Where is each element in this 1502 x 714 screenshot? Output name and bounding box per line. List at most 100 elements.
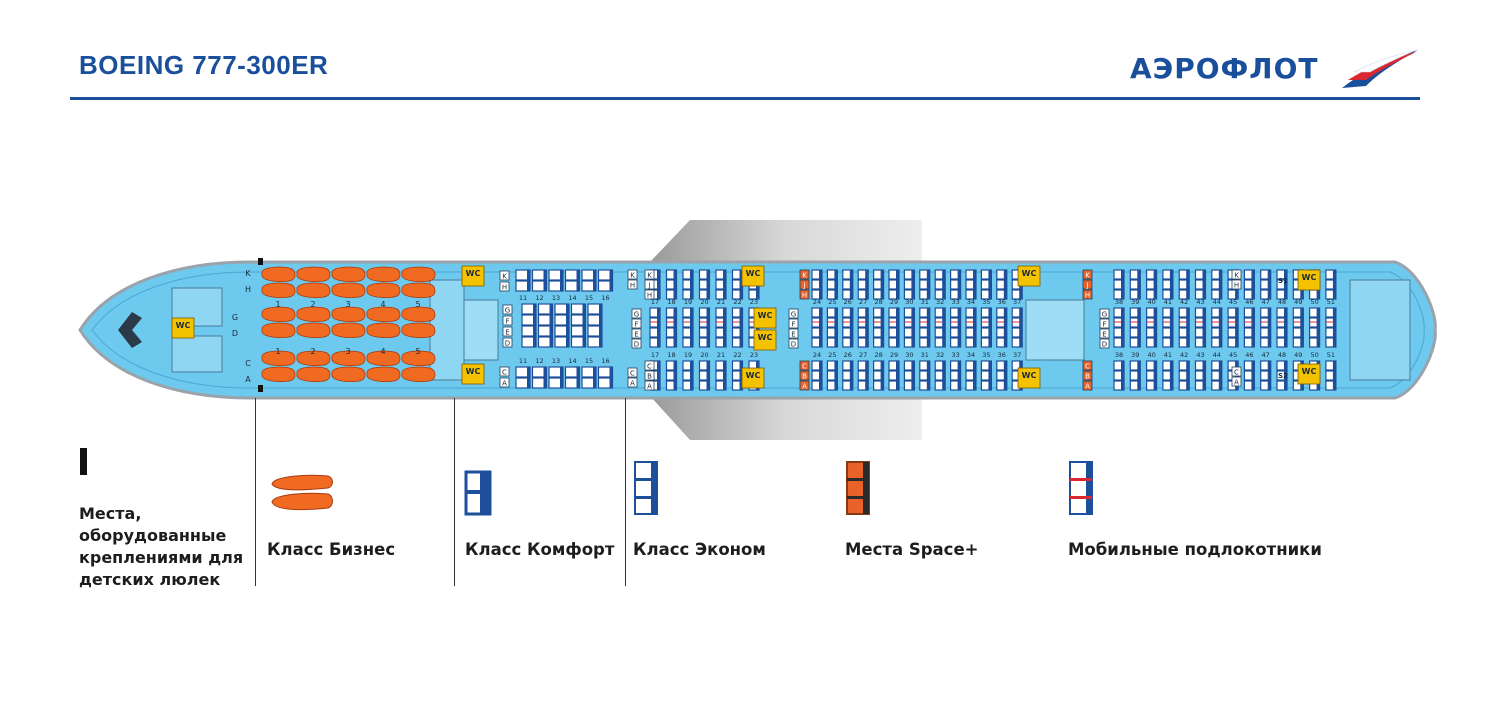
economy-row-number: 50 — [1310, 298, 1318, 306]
economy-row-number: 29 — [890, 351, 898, 359]
economy-seat-back — [1121, 381, 1124, 390]
seat-letter: G — [791, 311, 796, 319]
economy-seat-back — [1316, 290, 1320, 299]
business-letter: A — [245, 375, 251, 384]
economy-seat-back — [819, 318, 822, 327]
seat-letter-box — [799, 370, 810, 381]
economy-seat-back — [880, 280, 884, 289]
economy-row-number: 36 — [998, 298, 1006, 306]
economy-seat-back — [973, 280, 976, 289]
economy-seat-back — [1284, 270, 1287, 279]
economy-row-number: 18 — [667, 298, 675, 306]
economy-seat-back — [673, 270, 677, 279]
economy-seat-back — [957, 371, 961, 380]
economy-seat-back — [1169, 338, 1173, 347]
comfort-row-number: 14 — [568, 294, 576, 302]
business-row-number: 5 — [415, 300, 420, 309]
economy-row-number: 20 — [700, 351, 708, 359]
seat-letter: G — [634, 311, 639, 319]
comfort-seat-back — [566, 315, 569, 325]
economy-seat-back — [1300, 318, 1304, 327]
economy-row-number: 40 — [1147, 298, 1155, 306]
economy-row-number: 47 — [1262, 298, 1270, 306]
economy-seat-back — [1186, 361, 1190, 370]
comfort-seat-back — [533, 326, 536, 336]
economy-seat-back — [896, 308, 899, 317]
economy-row-number: 19 — [684, 298, 692, 306]
wing-top — [650, 220, 922, 262]
seat-letter: D — [791, 341, 796, 349]
economy-seat-back — [957, 270, 961, 279]
comfort-seat-back — [593, 281, 596, 291]
legend-divider-1 — [255, 398, 256, 586]
wc-block — [461, 363, 485, 385]
comfort-row-number: 16 — [601, 357, 609, 365]
economy-seat-back — [1284, 318, 1287, 327]
seat-letter-box — [627, 269, 638, 280]
economy-seat-back — [1137, 280, 1141, 289]
seat-letter-box — [631, 308, 642, 319]
economy-seat-back — [657, 290, 660, 299]
economy-seat-back — [1235, 318, 1239, 327]
legend-economy-label: Класс Эконом — [633, 540, 766, 559]
economy-seat-back — [1137, 381, 1141, 390]
seat-letter: A — [1085, 383, 1090, 391]
economy-seat-back — [690, 381, 693, 390]
economy-seat-back — [834, 318, 838, 327]
economy-seat-back — [1153, 381, 1157, 390]
seat-letter-box — [799, 360, 810, 371]
comfort-seat-back — [576, 281, 580, 291]
seat-letter: J — [647, 282, 650, 290]
comfort-seat-back — [549, 337, 553, 347]
comfort-seat-back — [533, 315, 536, 325]
economy-seat-back — [880, 318, 884, 327]
seat-letter: C — [630, 370, 635, 378]
seat-letter: G — [505, 307, 510, 315]
seat-letter-box — [788, 318, 799, 329]
economy-seat-back — [739, 270, 743, 279]
comfort-seat-back — [543, 270, 547, 280]
seat-letter: A — [1234, 379, 1239, 387]
economy-seat-back — [690, 328, 693, 337]
seat-letter: A — [647, 383, 652, 391]
economy-seat-back — [1019, 338, 1023, 347]
seat-letter: F — [505, 318, 509, 326]
economy-seat-back — [896, 318, 899, 327]
comfort-seat-back — [527, 281, 530, 291]
economy-seat-back — [865, 338, 869, 347]
business-seat — [401, 282, 436, 299]
economy-seat-back — [880, 371, 884, 380]
economy-seat-back — [1251, 371, 1255, 380]
comfort-row-number: 12 — [535, 294, 543, 302]
comfort-seat-back — [582, 304, 586, 314]
economy-seat-back — [1235, 361, 1239, 370]
seat-letter: F — [791, 321, 795, 329]
legend-business-label: Класс Бизнес — [267, 540, 396, 559]
comfort-seat-back — [599, 326, 602, 336]
economy-seat-back — [1218, 280, 1222, 289]
economy-seat-back — [1284, 290, 1287, 299]
comfort-seat-back — [599, 337, 602, 347]
business-letter: K — [245, 269, 251, 278]
economy-seat-back — [911, 328, 915, 337]
economy-seat-back — [1121, 338, 1124, 347]
economy-row-number: 44 — [1213, 351, 1221, 359]
comfort-row-number: 15 — [585, 294, 593, 302]
economy-seat-back — [1284, 371, 1287, 380]
seat-letter-box — [788, 328, 799, 339]
economy-seat-back — [1202, 280, 1206, 289]
economy-seat-back — [1284, 280, 1287, 289]
economy-seat-back — [1186, 290, 1190, 299]
economy-seat-back — [1019, 308, 1023, 317]
economy-seat-back — [1267, 381, 1271, 390]
wc-block — [1017, 265, 1041, 287]
economy-row-number: 49 — [1294, 298, 1302, 306]
seat-letter: G — [1102, 311, 1107, 319]
wc-label: WC — [466, 269, 481, 278]
crib-mount-icon — [80, 448, 87, 475]
economy-seat-back — [1202, 371, 1206, 380]
wc-block — [741, 367, 765, 389]
economy-seat-back — [1153, 290, 1157, 299]
economy-seat-back — [1218, 338, 1222, 347]
seat-letter: A — [630, 380, 635, 388]
